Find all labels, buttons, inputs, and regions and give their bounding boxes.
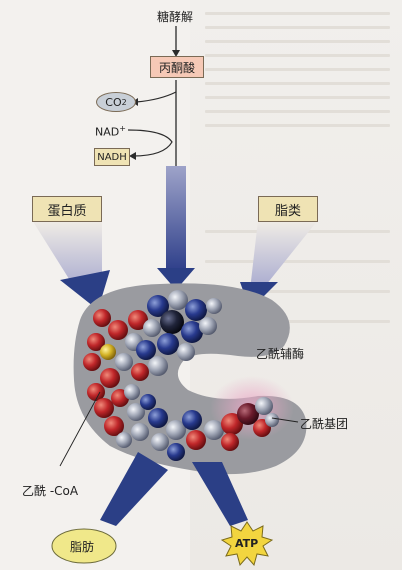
co2-subscript: 2 [121, 97, 127, 107]
fat-arrow [100, 452, 168, 526]
lipid-beam [250, 220, 318, 290]
acetyl-coa-leader [59, 391, 101, 467]
coenzyme-a-label: 乙酰辅酶 [256, 347, 305, 361]
nad-label: NAD [95, 125, 120, 139]
pyruvate-beam-arrowhead [157, 268, 195, 290]
ghost-line [205, 54, 390, 57]
glycolysis-label: 糖酵解 [157, 10, 194, 24]
lipid-label: 脂类 [274, 203, 301, 219]
acetyl-group-label: 乙酰基团 [300, 417, 349, 431]
pyruvate-beam [166, 166, 186, 271]
co2-branch-arrow [135, 91, 177, 103]
pyruvate-label: 丙酮酸 [158, 60, 195, 75]
ghost-line [205, 290, 390, 293]
nad-nadh-arrow [127, 129, 173, 157]
nadh-box: NADH [94, 148, 130, 166]
pyruvate-box: 丙酮酸 [150, 56, 204, 78]
ghost-line [205, 82, 390, 85]
nad-superscript: + [119, 124, 126, 133]
protein-box: 蛋白质 [32, 196, 102, 222]
co2-label: CO [105, 95, 122, 109]
fat-label: 脂肪 [70, 540, 95, 554]
ghost-line [205, 26, 390, 29]
atp-arrow [192, 462, 248, 526]
protein-beam [32, 220, 102, 290]
ghost-line [205, 320, 390, 323]
ghost-line [205, 40, 390, 43]
ghost-line [205, 68, 390, 71]
ghost-line [205, 124, 390, 127]
acetyl-group-leader [271, 417, 299, 423]
lipid-box: 脂类 [258, 196, 318, 222]
glycolysis-arrowhead [172, 50, 180, 57]
ghost-line [205, 12, 390, 15]
acetyl-coa-label: 乙酰 -CoA [22, 484, 79, 498]
nadh-label: NADH [97, 151, 127, 163]
protein-label: 蛋白质 [47, 203, 87, 219]
acetyl-coa-molecule [83, 290, 279, 461]
atp-label: ATP [235, 537, 259, 550]
ghost-line [205, 110, 390, 113]
ghost-line [205, 260, 390, 263]
nad-plus-label: NAD+ [95, 124, 126, 139]
fat-ellipse [51, 528, 117, 564]
ghost-line [205, 96, 390, 99]
nadh-arrowhead [129, 152, 136, 160]
atp-star [220, 521, 274, 567]
